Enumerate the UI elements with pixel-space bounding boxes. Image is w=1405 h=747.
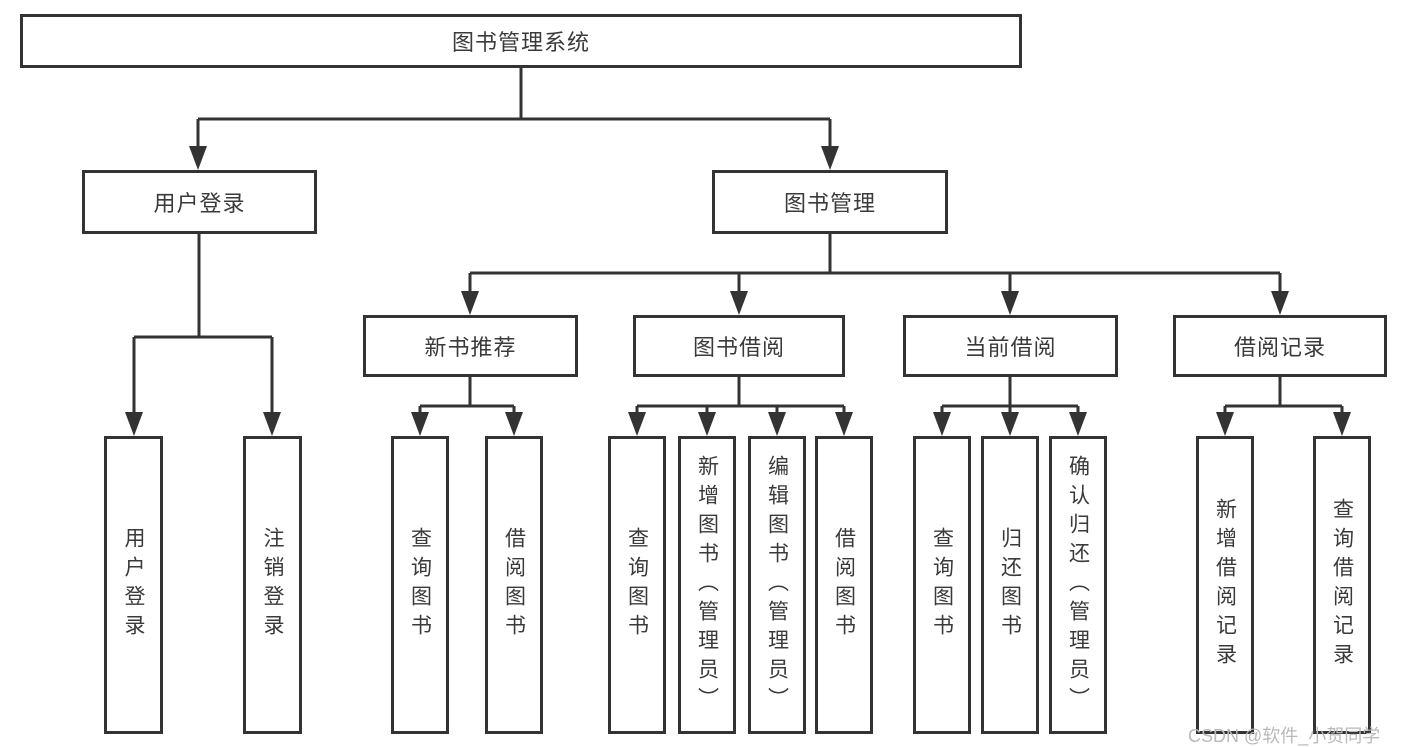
leaf-borrowing-add-books-admin: 新增图书（管理员） <box>678 436 736 734</box>
leaf-newbook-query-books: 查询图书 <box>391 436 449 734</box>
node-book-borrowing: 图书借阅 <box>633 315 845 377</box>
node-label: 注销登录 <box>261 527 284 643</box>
node-label: 查询借阅记录 <box>1330 498 1354 672</box>
node-library-management-system: 图书管理系统 <box>20 14 1022 68</box>
leaf-logout: 注销登录 <box>243 436 302 734</box>
node-label: 借阅图书 <box>502 527 526 643</box>
node-label: 查询图书 <box>930 527 954 643</box>
node-label: 确认归还（管理员） <box>1066 454 1090 716</box>
node-user-login: 用户登录 <box>82 170 317 234</box>
leaf-borrowing-query-books: 查询图书 <box>608 436 666 734</box>
node-label: 用户登录 <box>153 191 246 216</box>
node-label: 归还图书 <box>998 527 1022 643</box>
node-label: 用户登录 <box>122 527 145 643</box>
leaf-records-query-borrow-record: 查询借阅记录 <box>1313 436 1371 734</box>
node-label: 借阅图书 <box>832 527 856 643</box>
node-label: 图书管理 <box>783 191 876 216</box>
watermark-text: CSDN @软件_小贺同学 <box>1188 726 1381 746</box>
leaf-borrowing-edit-books-admin: 编辑图书（管理员） <box>748 436 806 734</box>
leaf-borrowing-borrow-books: 借阅图书 <box>815 436 873 734</box>
node-label: 新书推荐 <box>424 335 517 360</box>
node-label: 借阅记录 <box>1233 335 1326 360</box>
node-current-borrowing: 当前借阅 <box>903 315 1118 377</box>
leaf-current-query-books: 查询图书 <box>913 436 971 734</box>
node-borrowing-records: 借阅记录 <box>1173 315 1387 377</box>
node-label: 图书借阅 <box>692 335 785 360</box>
node-label: 当前借阅 <box>964 335 1057 360</box>
leaf-records-add-borrow-record: 新增借阅记录 <box>1196 436 1254 734</box>
node-book-management: 图书管理 <box>712 170 948 234</box>
node-label: 新增图书（管理员） <box>695 454 719 716</box>
node-label: 查询图书 <box>408 527 432 643</box>
node-label: 新增借阅记录 <box>1213 498 1237 672</box>
node-label: 查询图书 <box>625 527 649 643</box>
leaf-current-confirm-return-admin: 确认归还（管理员） <box>1049 436 1107 734</box>
node-new-book-recommendation: 新书推荐 <box>363 315 578 377</box>
leaf-current-return-books: 归还图书 <box>981 436 1039 734</box>
leaf-newbook-borrow-books: 借阅图书 <box>485 436 543 734</box>
node-label: 编辑图书（管理员） <box>765 454 789 716</box>
leaf-user-login: 用户登录 <box>104 436 163 734</box>
node-label: 图书管理系统 <box>451 30 590 55</box>
